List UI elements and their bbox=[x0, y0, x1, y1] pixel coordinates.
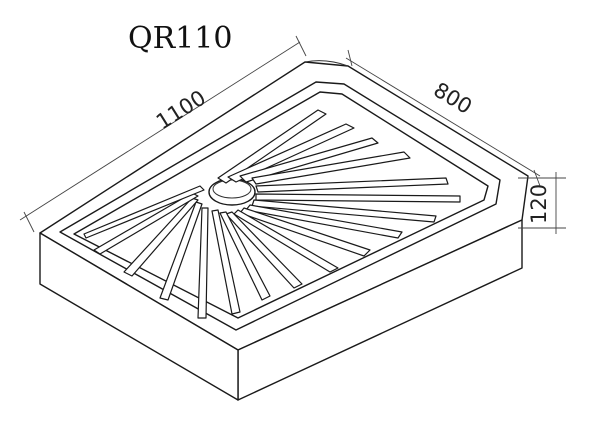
dimension-height: 120 bbox=[518, 172, 566, 234]
groove-15 bbox=[159, 201, 203, 301]
dimension-length-line bbox=[19, 41, 301, 221]
groove-18 bbox=[83, 185, 205, 239]
groove-5 bbox=[255, 177, 449, 193]
groove-1 bbox=[217, 109, 327, 184]
basin-inner-edge bbox=[73, 91, 489, 319]
tray-basin bbox=[59, 81, 501, 331]
dimension-length-label: 1100 bbox=[152, 86, 210, 135]
groove-10 bbox=[233, 209, 339, 273]
groove-13 bbox=[211, 209, 241, 315]
dimension-width-line bbox=[345, 57, 541, 177]
groove-14 bbox=[197, 207, 209, 319]
tray-corner-curve bbox=[304, 60, 349, 67]
grooves bbox=[83, 109, 461, 319]
basin-outer-edge bbox=[59, 81, 501, 331]
groove-12 bbox=[219, 211, 271, 301]
groove-3 bbox=[239, 137, 379, 183]
tray-left-face bbox=[39, 232, 239, 401]
groove-8 bbox=[245, 204, 403, 239]
dimension-length-tick-left bbox=[23, 211, 35, 233]
dimension-length-tick-right bbox=[295, 35, 307, 57]
groove-7 bbox=[251, 199, 437, 223]
groove-6 bbox=[255, 193, 461, 203]
dimension-width-tick-top bbox=[347, 49, 353, 67]
groove-2 bbox=[227, 123, 355, 183]
dimension-height-label: 120 bbox=[527, 184, 551, 224]
groove-11 bbox=[225, 211, 303, 289]
model-title: QR110 bbox=[128, 21, 232, 56]
groove-4 bbox=[251, 151, 411, 185]
